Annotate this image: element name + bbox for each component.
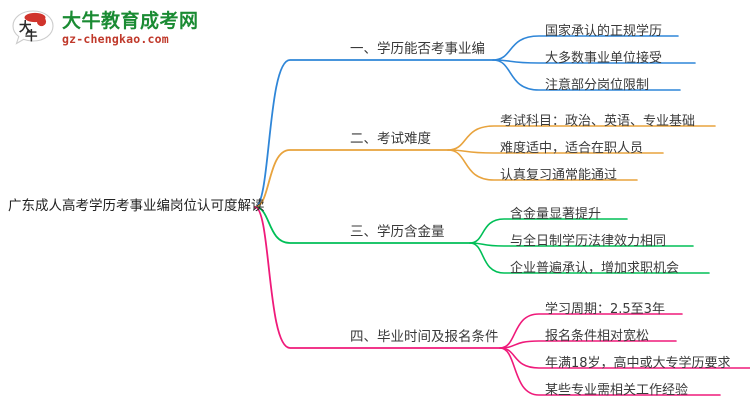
leaf-connector-1-1 xyxy=(492,35,679,61)
leaf-connector-1-3 xyxy=(492,59,681,91)
mindmap-leaf-4-2[interactable]: 报名条件相对宽松 xyxy=(545,329,650,344)
branch-connector-3 xyxy=(254,206,471,244)
mindmap-leaf-4-4[interactable]: 某些专业需相关工作经验 xyxy=(545,383,689,398)
mindmap-leaf-2-3[interactable]: 认真复习通常能通过 xyxy=(500,168,618,183)
mindmap-leaf-3-2[interactable]: 与全日制学历法律效力相同 xyxy=(510,234,667,249)
brand-name: 大牛教育成考网 xyxy=(62,10,199,33)
leaf-connector-2-1 xyxy=(447,125,716,151)
mindmap-leaf-3-1[interactable]: 含金量显著提升 xyxy=(510,207,602,222)
mindmap-leaf-4-3[interactable]: 年满18岁，高中或大专学历要求 xyxy=(545,356,731,371)
branch-connector-2 xyxy=(254,149,449,208)
leaf-connector-4-1 xyxy=(499,313,683,349)
mindmap-leaf-1-3[interactable]: 注意部分岗位限制 xyxy=(545,78,650,93)
mindmap-leaf-2-1[interactable]: 考试科目：政治、英语、专业基础 xyxy=(500,114,696,129)
mindmap-leaf-4-1[interactable]: 学习周期：2.5至3年 xyxy=(545,302,665,317)
svg-text:牛: 牛 xyxy=(25,28,38,43)
mindmap-branch-2[interactable]: 二、考试难度 xyxy=(350,131,431,147)
mindmap-leaf-1-2[interactable]: 大多数事业单位接受 xyxy=(545,51,663,66)
logo-text-block: 大牛教育成考网 gz-chengkao.com xyxy=(62,12,199,46)
mindmap-root-node[interactable]: 广东成人高考学历考事业编岗位认可度解读 xyxy=(8,198,265,214)
mindmap-branch-4[interactable]: 四、毕业时间及报名条件 xyxy=(350,329,499,345)
leaf-connector-3-1 xyxy=(469,218,628,244)
daniu-bull-icon: 大 牛 xyxy=(10,8,56,50)
mindmap-leaf-1-1[interactable]: 国家承认的正规学历 xyxy=(545,24,663,39)
branch-connector-1 xyxy=(254,59,494,208)
leaf-connector-3-3 xyxy=(469,242,710,274)
mindmap-branch-3[interactable]: 三、学历含金量 xyxy=(350,224,445,240)
leaf-connector-4-2 xyxy=(499,340,677,349)
svg-text:大: 大 xyxy=(19,19,32,34)
mindmap-leaf-3-3[interactable]: 企业普遍承认，增加求职机会 xyxy=(510,261,680,276)
mindmap-leaf-2-2[interactable]: 难度适中，适合在职人员 xyxy=(500,141,644,156)
brand-url: gz-chengkao.com xyxy=(62,32,169,47)
branch-connector-4 xyxy=(254,206,501,349)
leaf-connector-2-3 xyxy=(447,149,638,181)
site-logo[interactable]: 大 牛 大牛教育成考网 gz-chengkao.com xyxy=(10,8,199,50)
leaf-connector-4-4 xyxy=(499,347,721,396)
mindmap-branch-1[interactable]: 一、学历能否考事业编 xyxy=(350,41,485,57)
